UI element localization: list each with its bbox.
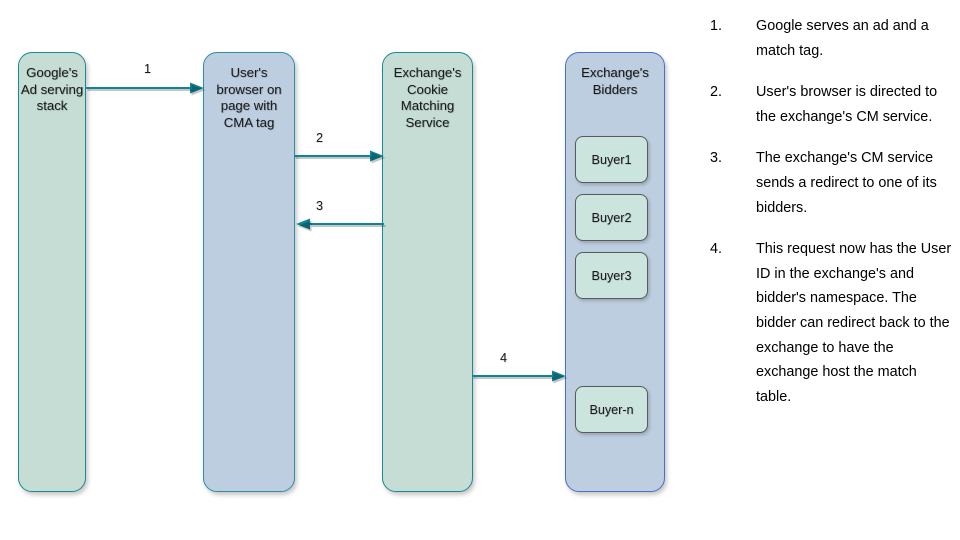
- step-item-4: 4. This request now has the User ID in t…: [706, 237, 952, 409]
- buyer-box-buyer1[interactable]: Buyer1: [575, 136, 648, 183]
- arrow-2-number: 2: [316, 131, 324, 145]
- buyer-box-buyer-n[interactable]: Buyer-n: [575, 386, 648, 433]
- arrow-2-browser-to-cm-service: [294, 149, 390, 164]
- step-item-3-text: The exchange's CM service sends a redire…: [756, 150, 937, 216]
- step-item-4-number: 4.: [710, 241, 723, 258]
- buyer-box-buyer2[interactable]: Buyer2: [575, 194, 648, 241]
- arrow-4-number: 4: [500, 351, 508, 365]
- step-item-1-text: Google serves an ad and a match tag.: [756, 18, 929, 59]
- steps-list: 1. Google serves an ad and a match tag. …: [706, 14, 952, 426]
- lane-exchange-cookie-matching-service: Exchange's Cookie Matching Service: [382, 52, 473, 492]
- lane-user-browser: User's browser on page with CMA tag: [203, 52, 295, 492]
- step-item-1: 1. Google serves an ad and a match tag.: [706, 14, 952, 63]
- arrow-4-cm-service-to-bidders: [472, 369, 572, 384]
- step-item-2-text: User's browser is directed to the exchan…: [756, 84, 938, 125]
- buyer-box-buyer3-label: Buyer3: [591, 268, 632, 283]
- lane-google-ad-serving-stack-label: Google's Ad serving stack: [20, 65, 84, 113]
- step-item-2: 2. User's browser is directed to the exc…: [706, 80, 952, 129]
- step-item-1-number: 1.: [710, 18, 723, 34]
- step-item-2-number: 2.: [710, 84, 723, 101]
- step-item-3-number: 3.: [710, 150, 723, 167]
- buyer-box-buyer3[interactable]: Buyer3: [575, 252, 648, 299]
- lane-exchange-cookie-matching-service-label: Exchange's Cookie Matching Service: [393, 65, 462, 130]
- lane-user-browser-label: User's browser on page with CMA tag: [216, 65, 282, 130]
- step-item-3: 3. The exchange's CM service sends a red…: [706, 146, 952, 220]
- buyer-box-buyer1-label: Buyer1: [591, 152, 632, 167]
- buyer-box-buyer2-label: Buyer2: [591, 210, 632, 225]
- arrow-1-number: 1: [144, 62, 152, 76]
- arrow-3-number: 3: [316, 199, 324, 213]
- lane-exchange-bidders-label: Exchange's Bidders: [581, 65, 649, 97]
- buyer-box-buyer-n-label: Buyer-n: [589, 402, 634, 417]
- step-item-4-text: This request now has the User ID in the …: [756, 241, 952, 405]
- arrow-1-google-to-browser: [86, 81, 208, 96]
- lane-google-ad-serving-stack: Google's Ad serving stack: [18, 52, 86, 492]
- arrow-3-cm-service-to-browser: [294, 217, 390, 232]
